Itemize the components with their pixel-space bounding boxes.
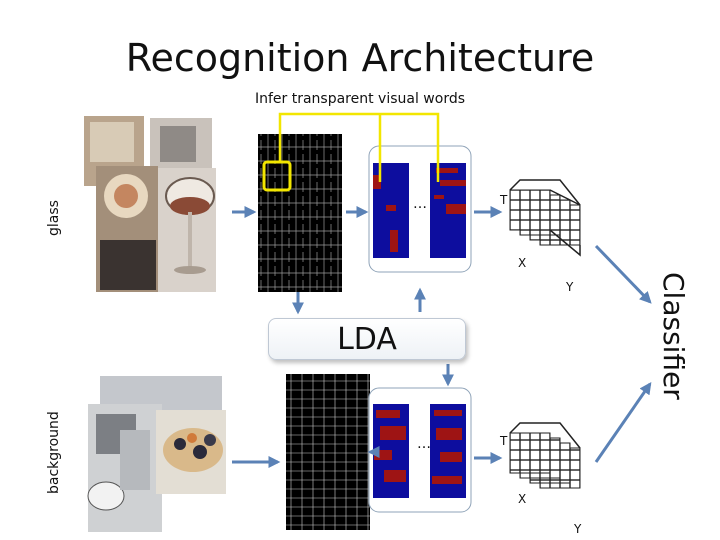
glass-axis-y: Y — [566, 280, 574, 294]
page-title: Recognition Architecture — [125, 36, 595, 80]
background-topic-map-1 — [373, 404, 409, 498]
glass-feature-grid — [509, 179, 581, 257]
background-row-label: background — [46, 411, 62, 494]
flow-arrows — [232, 206, 652, 468]
background-axis-t: T — [500, 434, 508, 448]
lda-box: LDA — [268, 318, 466, 360]
glass-edge-map — [258, 134, 342, 292]
glass-topic-map-1 — [373, 163, 409, 258]
glass-row-label: glass — [46, 200, 62, 236]
background-axis-y: Y — [574, 522, 582, 536]
background-topic-map-2 — [430, 404, 466, 498]
background-edge-map — [286, 374, 370, 530]
glass-axis-x: X — [518, 256, 527, 270]
background-axis-x: X — [518, 492, 527, 506]
visual-word-connectors — [278, 112, 440, 182]
background-image-collage — [87, 376, 226, 532]
highlight-box — [262, 160, 292, 192]
glass-topic-map-2 — [430, 163, 466, 258]
background-feature-grid — [509, 422, 581, 489]
glass-axis-t: T — [500, 193, 508, 207]
arrow-glass-grid-to-classifier — [594, 244, 652, 304]
glass-image-collage — [84, 116, 216, 292]
subtitle: Infer transparent visual words — [254, 91, 466, 107]
classifier-label: Classifier — [657, 272, 690, 400]
background-ellipsis: … — [417, 436, 431, 452]
glass-ellipsis: … — [413, 196, 427, 212]
arrow-background-grid-to-classifier — [594, 382, 652, 463]
